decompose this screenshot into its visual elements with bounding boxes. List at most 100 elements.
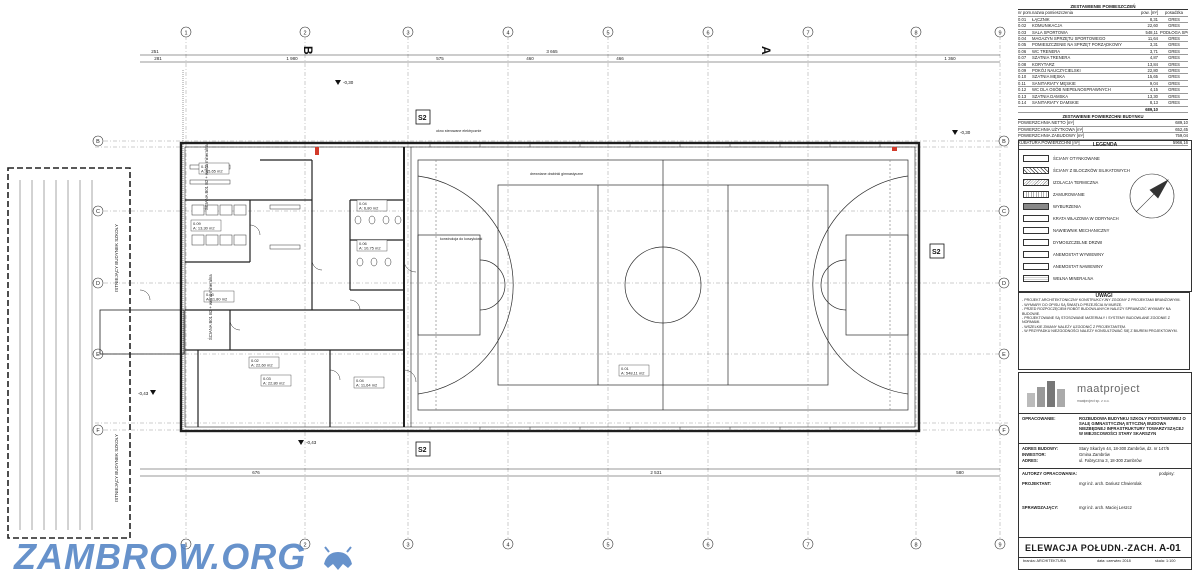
schedule-cell: KORYTARZ xyxy=(1032,61,1055,67)
legend-swatch xyxy=(1023,239,1049,246)
room-area: A: 15,65 m2 xyxy=(201,169,223,174)
notes-box: UWAGI - PROJEKT ARCHITEKTONICZNY KONSTRU… xyxy=(1018,292,1190,370)
schedule-cell: 0.06 xyxy=(1018,48,1027,54)
level-bottom: -0,43 xyxy=(306,440,317,445)
room-id: 0.04 xyxy=(359,201,368,206)
axis-label-bottom-7: 7 xyxy=(806,543,809,549)
sheet-number: A-01 xyxy=(1159,543,1181,554)
label-designer: PROJEKTANT: xyxy=(1022,481,1052,486)
room-label-box xyxy=(260,374,292,387)
room-id: 0.06 xyxy=(359,241,368,246)
axis-label-left-0: B xyxy=(96,139,100,145)
note-line: - W PRZYPADKU NIEZGODNOŚCI NALEŻY KONSUL… xyxy=(1022,329,1178,334)
schedule-cell: 11,64 xyxy=(1147,36,1158,42)
legend-item: WYBURZENIA xyxy=(1023,203,1081,210)
schedule-cell: 0.04 xyxy=(1018,36,1027,42)
schedule-cell: 0.08 xyxy=(1018,61,1027,67)
axis-label-right-4: F xyxy=(1002,428,1006,434)
room-label-box xyxy=(198,162,230,175)
dim-580: 580 xyxy=(956,470,964,475)
summary-row: KUBATURA POWIERZCHNI [m³] 5966,16 xyxy=(1018,140,1188,146)
summary-row: POWIERZCHNIA ZABUDOWY [m²]759,04 xyxy=(1018,133,1188,140)
note-shelf: drewniane drabinki gimnastyczne xyxy=(530,172,583,176)
legend-swatch xyxy=(1023,263,1049,270)
dim-575: 575 xyxy=(436,56,444,61)
legend-label: NAWIEWNIK MECHANICZNY xyxy=(1053,228,1110,233)
room-area: A: 10,75 m2 xyxy=(359,246,381,251)
summary-cell: 689,10 xyxy=(1175,120,1188,126)
schedule-cell: WC DLA OSÓB NIEPEŁNOSPRAWNYCH xyxy=(1032,87,1111,93)
existing-building-label-top: ISTNIEJĄCY BUDYNEK SZKOŁY xyxy=(114,224,119,292)
room-label-box xyxy=(203,290,235,303)
schedule-header-name: nazwa pomieszczenia xyxy=(1032,10,1073,16)
schedule-cell: SANITARIATY DAMSKIE xyxy=(1032,100,1079,106)
legend-swatch xyxy=(1023,179,1049,186)
schedule-cell: 13,84 xyxy=(1147,61,1158,67)
legend-swatch xyxy=(1023,227,1049,234)
wall-label-top: ŚCIANA B01 B2 + wełna mineralna xyxy=(204,144,209,210)
label-authors: AUTORZY OPRACOWANIA: xyxy=(1022,471,1077,476)
legend-item: ANEMOSTAT NAWIEWNY xyxy=(1023,263,1103,270)
summary-cell: POWIERZCHNIA ZABUDOWY [m²] xyxy=(1018,133,1084,139)
summary-cell: KUBATURA POWIERZCHNI [m³] xyxy=(1018,139,1080,145)
room-id: 0.09 xyxy=(193,221,202,226)
dim-1980: 1 980 xyxy=(286,56,298,61)
project-name: ROZBUDOWA BUDYNKU SZKOŁY PODSTAWOWEJ O S… xyxy=(1079,416,1186,436)
schedule-cell: ŁĄCZNIK xyxy=(1032,16,1050,22)
note-line: - PRZED ROZPOCZĘCIEM ROBÓT BUDOWLANYCH N… xyxy=(1022,307,1171,316)
dimension-lines xyxy=(140,54,1000,477)
axis-label-right-2: D xyxy=(1002,281,1006,287)
level-right: -0,30 xyxy=(960,130,971,135)
address2: ul. Fabryczna 3, 18-300 Zambrów xyxy=(1079,458,1142,463)
room-id: 0.01 xyxy=(621,366,630,371)
schedule-total: 689,10 xyxy=(1018,107,1188,113)
room-labels: 0.11A: 15,65 m20.09A: 13,30 m20.03A: 11,… xyxy=(190,162,650,389)
date: data: czerwiec 2018 xyxy=(1097,559,1131,563)
s2-tag-bottom: S2 xyxy=(418,447,427,454)
label-investor: INWESTOR: xyxy=(1022,452,1046,457)
dim-676: 676 xyxy=(252,470,260,475)
schedule-cell: GRES xyxy=(1168,23,1180,29)
axis-label-right-3: E xyxy=(1002,352,1006,358)
legend-item: ŚCIANY OTYNKOWANE xyxy=(1023,155,1100,162)
axis-label-bottom-2: 2 xyxy=(303,543,306,549)
legend-swatch xyxy=(1023,203,1049,210)
summary-cell: 5966,16 xyxy=(1172,139,1188,145)
schedule-cell: 13,30 xyxy=(1147,93,1158,99)
label-address: ADRES BUDOWY: xyxy=(1022,446,1058,451)
watermark-text: ZAMBROW.ORG xyxy=(14,536,307,577)
room-area: A: 13,30 m2 xyxy=(193,226,215,231)
summary-row: POWIERZCHNIA UŻYTKOWA [m²]652,45 xyxy=(1018,126,1188,134)
schedule-title: ZESTAWIENIE POMIESZCZEŃ xyxy=(1018,4,1188,11)
legend-title: LEGENDA xyxy=(1019,141,1191,150)
schedule-cell: SZATNIA DAMSKA xyxy=(1032,93,1068,99)
schedule-cell: 0.11 xyxy=(1018,80,1026,86)
legend-swatch xyxy=(1023,167,1049,174)
summary-row: POWIERZCHNIA NETTO [m²]689,10 xyxy=(1018,120,1188,127)
axis-label-top-9: 9 xyxy=(998,31,1001,37)
schedule-cell: GRES xyxy=(1168,42,1180,48)
legend-label: ANEMOSTAT NAWIEWNY xyxy=(1053,264,1103,269)
axis-label-right-1: C xyxy=(1002,209,1006,215)
basketball-court[interactable] xyxy=(417,159,909,411)
room-area: A: 22,80 m2 xyxy=(263,381,285,386)
dim-281: 281 xyxy=(154,56,162,61)
axis-label-top-1: 1 xyxy=(184,31,187,37)
summary-cell: 652,45 xyxy=(1175,126,1188,132)
axis-label-bottom-5: 5 xyxy=(606,543,609,549)
company-name: maatproject xyxy=(1077,383,1140,395)
legend-item: DYMOSZCZELNE DRZWI xyxy=(1023,239,1102,246)
schedule-cell: 4,87 xyxy=(1149,55,1158,61)
axis-label-left-1: C xyxy=(96,209,100,215)
investor: Gmina Zambrów xyxy=(1079,452,1110,457)
